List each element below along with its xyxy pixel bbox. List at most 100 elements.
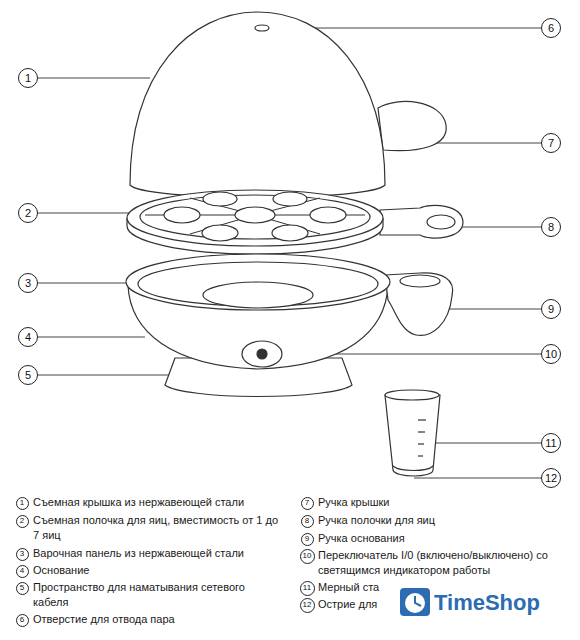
cup-body bbox=[385, 395, 440, 476]
callout-number: 2 bbox=[20, 517, 24, 525]
callout-number: 6 bbox=[20, 616, 24, 624]
egg-hole bbox=[310, 207, 346, 223]
egg-hole bbox=[164, 207, 200, 223]
callout-number: 11 bbox=[303, 584, 311, 592]
callout-number: 6 bbox=[548, 23, 554, 34]
cup-top bbox=[385, 390, 439, 400]
callout-circle: 10 bbox=[541, 344, 561, 364]
cup-mark bbox=[418, 419, 426, 420]
callout-number: 5 bbox=[20, 584, 24, 592]
list-number-circle: 3 bbox=[16, 548, 29, 561]
watermark-box bbox=[400, 588, 430, 616]
leader-line bbox=[432, 143, 541, 144]
leader-line bbox=[38, 213, 138, 214]
list-number-circle: 1 bbox=[16, 497, 29, 510]
callout-number: 2 bbox=[25, 208, 31, 219]
tray-spokes bbox=[145, 198, 365, 234]
callout-number: 5 bbox=[25, 370, 31, 381]
tray-top bbox=[127, 190, 383, 246]
base-rim bbox=[126, 254, 390, 310]
list-number-circle: 8 bbox=[301, 515, 314, 528]
lid-dome bbox=[130, 12, 385, 198]
part-name: Варочная панель из нержавеющей стали bbox=[33, 546, 283, 561]
callout-circle: 2 bbox=[18, 203, 38, 223]
callout-number: 4 bbox=[20, 567, 24, 575]
callout-number: 8 bbox=[305, 517, 309, 525]
tray-handle-hole bbox=[427, 215, 455, 229]
watermark-icon bbox=[400, 588, 430, 616]
watermark-clock bbox=[405, 593, 425, 613]
callout-circle: 6 bbox=[541, 18, 561, 38]
base-handle bbox=[385, 273, 453, 335]
egg-hole bbox=[202, 225, 238, 241]
measuring-cup bbox=[385, 390, 440, 476]
list-number-circle: 12 bbox=[300, 598, 315, 613]
list-number-circle: 10 bbox=[300, 549, 315, 564]
leader-line bbox=[460, 227, 541, 228]
callout-number: 1 bbox=[20, 499, 24, 507]
watermark: TimeShop bbox=[434, 588, 574, 618]
part-name: Съемная полочка для яиц, вместимость от … bbox=[33, 513, 283, 543]
tray-handle bbox=[380, 205, 463, 238]
egg-tray bbox=[127, 190, 463, 254]
callout-number: 10 bbox=[303, 552, 312, 560]
base bbox=[126, 254, 453, 397]
list-number-circle: 2 bbox=[16, 515, 29, 528]
callout-number: 7 bbox=[305, 499, 309, 507]
egg-hole bbox=[203, 192, 237, 206]
leader-line bbox=[38, 283, 140, 284]
egg-hole bbox=[273, 192, 307, 206]
callout-number: 11 bbox=[545, 438, 556, 449]
list-number-circle: 4 bbox=[16, 565, 29, 578]
callout-number: 12 bbox=[303, 601, 312, 609]
leader-line bbox=[38, 78, 150, 79]
list-number-circle: 5 bbox=[16, 582, 29, 595]
callout-number: 9 bbox=[305, 535, 309, 543]
part-name: Ручка основания bbox=[318, 531, 573, 546]
switch-lamp bbox=[257, 349, 267, 359]
steam-hole bbox=[255, 25, 269, 31]
part-name: Переключатель I/0 (включено/выключено) с… bbox=[318, 548, 563, 578]
list-number-circle: 7 bbox=[301, 497, 314, 510]
list-number-circle: 9 bbox=[301, 533, 314, 546]
base-handle-cup bbox=[400, 275, 440, 287]
callout-circle: 8 bbox=[541, 217, 561, 237]
callout-number: 12 bbox=[545, 473, 557, 484]
watermark-hands bbox=[415, 596, 421, 606]
part-name: Отверстие для отвода пара bbox=[33, 612, 283, 627]
cup-mark bbox=[418, 443, 424, 444]
part-name: Острие для bbox=[318, 597, 398, 612]
callout-circle: 12 bbox=[541, 468, 561, 488]
lid bbox=[130, 12, 446, 198]
heating-element bbox=[203, 282, 313, 308]
list-number-circle: 11 bbox=[300, 581, 315, 596]
leader-line bbox=[446, 309, 541, 310]
part-name: Основание bbox=[33, 563, 283, 578]
leader-line bbox=[414, 478, 541, 479]
leader-line bbox=[38, 375, 172, 376]
list-number-circle: 6 bbox=[16, 614, 29, 627]
cup-mark bbox=[418, 431, 425, 432]
callout-number: 1 bbox=[25, 73, 31, 84]
callout-number: 7 bbox=[548, 138, 554, 149]
part-name: Пространство для наматывания сетевого ка… bbox=[33, 580, 283, 610]
part-name: Ручка полочки для яиц bbox=[318, 513, 573, 528]
callout-number: 10 bbox=[545, 349, 557, 360]
switch bbox=[242, 341, 282, 367]
part-name: Мерный ста bbox=[318, 580, 398, 595]
part-name: Съемная крышка из нержавеющей стали bbox=[33, 495, 283, 510]
leader-line bbox=[38, 337, 145, 338]
callout-circle: 9 bbox=[541, 299, 561, 319]
callout-circle: 5 bbox=[18, 365, 38, 385]
lid-handle bbox=[378, 101, 446, 150]
callout-number: 8 bbox=[548, 222, 554, 233]
callout-number: 4 bbox=[25, 332, 31, 343]
callout-number: 9 bbox=[548, 304, 554, 315]
callout-number: 3 bbox=[25, 278, 31, 289]
callout-circle: 3 bbox=[18, 273, 38, 293]
egg-hole bbox=[272, 225, 308, 241]
leader-line bbox=[432, 443, 541, 444]
tray-inner bbox=[140, 195, 370, 239]
egg-hole bbox=[235, 207, 275, 223]
